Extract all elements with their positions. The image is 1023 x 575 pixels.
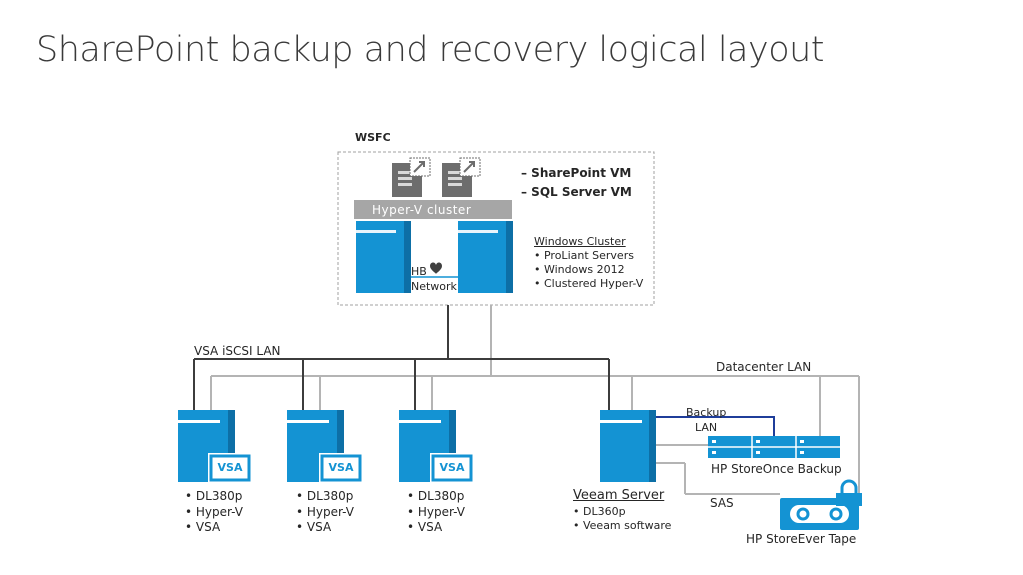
vsa-iscsi-lan-lines — [193, 305, 610, 410]
veeam-server-icon — [600, 410, 656, 482]
host-3-bullet-3: • VSA — [407, 520, 443, 534]
datacenter-lan-lines — [210, 305, 860, 498]
cluster-bullet-2: • Windows 2012 — [534, 263, 625, 276]
hyperv-cluster-band — [354, 200, 512, 219]
wsfc-container — [337, 151, 655, 306]
backup-lan-line — [656, 416, 775, 436]
vsa-badge-3: VSA — [439, 461, 465, 474]
hyperv-cluster-label: Hyper-V cluster — [372, 203, 472, 217]
page-title: SharePoint backup and recovery logical l… — [36, 30, 825, 70]
sharepoint-vm-label: – SharePoint VM — [521, 166, 632, 180]
host-3-bullet-2: • Hyper-V — [407, 505, 466, 519]
hb-network-label: Network — [411, 280, 457, 293]
host-1-bullet-1: • DL380p — [185, 489, 243, 503]
veeam-bullet-1: • DL360p — [573, 505, 626, 518]
sharepoint-vm-icon — [392, 157, 431, 197]
storeonce-backup-icon — [708, 436, 840, 458]
storeonce-label: HP StoreOnce Backup — [711, 462, 842, 476]
host-2-bullet-1: • DL380p — [296, 489, 354, 503]
backup-lan-label-2: LAN — [695, 421, 718, 434]
sql-server-vm-label: – SQL Server VM — [521, 185, 632, 199]
host-server-2-icon — [287, 410, 363, 483]
host-3-bullet-1: • DL380p — [407, 489, 465, 503]
wsfc-label: WSFC — [355, 131, 391, 144]
host-server-1-icon — [178, 410, 252, 483]
host-1-bullet-3: • VSA — [185, 520, 221, 534]
sas-label: SAS — [710, 496, 734, 510]
heart-icon — [430, 262, 442, 274]
host-2-bullet-3: • VSA — [296, 520, 332, 534]
datacenter-lan-label: Datacenter LAN — [716, 360, 812, 374]
storeever-label: HP StoreEver Tape — [746, 532, 857, 546]
sql-server-vm-icon — [442, 157, 481, 197]
windows-cluster-title: Windows Cluster — [534, 235, 626, 248]
vsa-badge-2: VSA — [328, 461, 354, 474]
vsa-iscsi-lan-label: VSA iSCSI LAN — [194, 344, 281, 358]
host-2-bullet-2: • Hyper-V — [296, 505, 355, 519]
cluster-server-left-icon — [356, 221, 411, 293]
veeam-bullet-2: • Veeam software — [573, 519, 672, 532]
vsa-badge-1: VSA — [217, 461, 243, 474]
host-server-3-icon — [399, 410, 474, 483]
host-1-bullet-2: • Hyper-V — [185, 505, 244, 519]
cluster-server-right-icon — [458, 221, 513, 293]
cluster-bullet-3: • Clustered Hyper-V — [534, 277, 644, 290]
backup-lan-label-1: Backup — [686, 406, 727, 419]
lock-icon — [836, 479, 862, 506]
cluster-bullet-1: • ProLiant Servers — [534, 249, 634, 262]
veeam-server-title: Veeam Server — [573, 488, 665, 503]
hb-label: HB — [411, 265, 427, 278]
